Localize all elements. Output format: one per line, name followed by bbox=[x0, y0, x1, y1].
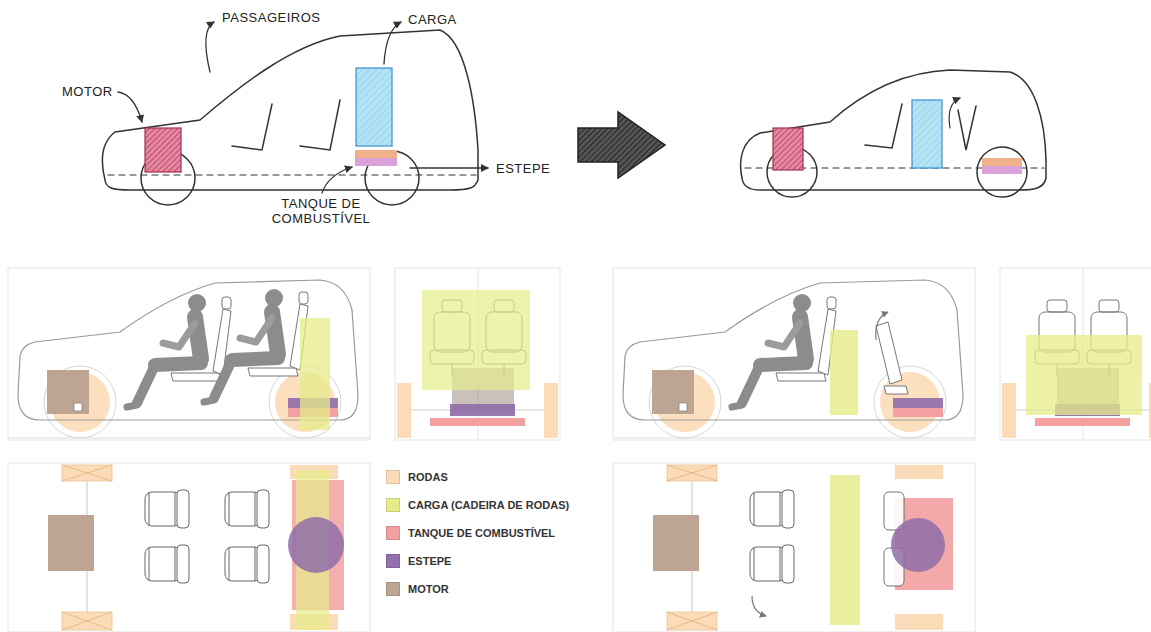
layout-after-part bbox=[750, 545, 794, 583]
callout-label: TANQUE DE COMBUSTÍVEL bbox=[262, 196, 380, 226]
sketch-before-part bbox=[410, 167, 488, 168]
layout-before-part bbox=[395, 268, 560, 440]
layout-after bbox=[613, 268, 1151, 632]
layout-before-part bbox=[8, 268, 370, 440]
layout-after-part bbox=[750, 490, 794, 528]
sketch-after-part bbox=[741, 70, 1046, 190]
legend-swatch bbox=[386, 526, 400, 540]
layout-before-part bbox=[422, 290, 530, 390]
sketch-before-part bbox=[384, 22, 401, 64]
layout-after-part bbox=[830, 330, 858, 415]
sketch-before-part bbox=[322, 167, 352, 193]
legend-row: ESTEPE bbox=[386, 547, 569, 575]
layout-after-part bbox=[884, 386, 908, 394]
legend-label: ESTEPE bbox=[408, 555, 451, 567]
sketch-before-part bbox=[356, 68, 392, 146]
sketch-before-part bbox=[145, 128, 181, 172]
legend-row: MOTOR bbox=[386, 575, 569, 603]
sketch-before-part bbox=[118, 92, 142, 122]
layout-after-part bbox=[1000, 268, 1151, 440]
callout-label: CARGA bbox=[408, 12, 457, 27]
callout-label: MOTOR bbox=[62, 84, 113, 99]
sketch-before-part bbox=[355, 158, 397, 166]
sketch-before-part bbox=[232, 104, 272, 150]
legend-swatch bbox=[386, 498, 400, 512]
legend-label: RODAS bbox=[408, 471, 448, 483]
layout-after-part bbox=[613, 268, 975, 440]
layout-before-part bbox=[225, 490, 269, 528]
legend-row: CARGA (CADEIRA DE RODAS) bbox=[386, 491, 569, 519]
legend: RODAS CARGA (CADEIRA DE RODAS) TANQUE DE C… bbox=[386, 463, 569, 603]
sketch-after-part bbox=[982, 166, 1022, 174]
sketch-after-part bbox=[982, 158, 1022, 166]
sketch-after-part bbox=[977, 147, 1027, 197]
layout-after-part bbox=[1026, 335, 1142, 415]
legend-swatch bbox=[386, 470, 400, 484]
layout-before-part bbox=[288, 517, 344, 573]
sketch-after-part bbox=[949, 98, 960, 128]
layout-before-part bbox=[145, 545, 189, 583]
sketch-before-part bbox=[102, 30, 478, 190]
layout-after-part bbox=[752, 596, 766, 616]
callout-label: PASSAGEIROS bbox=[222, 10, 320, 25]
sketch-after-part bbox=[865, 104, 902, 148]
layout-after-part bbox=[830, 475, 860, 625]
legend-row: RODAS bbox=[386, 463, 569, 491]
layout-after-part bbox=[613, 463, 975, 632]
legend-label: MOTOR bbox=[408, 583, 449, 595]
legend-label: TANQUE DE COMBUSTÍVEL bbox=[408, 527, 555, 539]
sketch-after bbox=[741, 70, 1046, 197]
transition-arrow bbox=[578, 112, 665, 178]
legend-row: TANQUE DE COMBUSTÍVEL bbox=[386, 519, 569, 547]
layout-before-part bbox=[145, 490, 189, 528]
sketch-before-part bbox=[355, 150, 397, 158]
layout-after-part bbox=[891, 518, 945, 572]
layout-before-part bbox=[204, 289, 283, 402]
layout-before-part bbox=[127, 294, 206, 407]
layout-after-part bbox=[732, 294, 811, 407]
callout-label: ESTEPE bbox=[496, 161, 550, 176]
layout-after-part bbox=[876, 312, 888, 340]
sketch-before-part bbox=[108, 174, 476, 175]
legend-label: CARGA (CADEIRA DE RODAS) bbox=[408, 499, 569, 511]
layout-before bbox=[8, 268, 560, 632]
sketch-before-part bbox=[206, 22, 214, 72]
layout-before-part bbox=[225, 545, 269, 583]
legend-swatch bbox=[386, 554, 400, 568]
layout-after-part bbox=[876, 322, 902, 384]
sketch-before bbox=[102, 22, 488, 205]
legend-swatch bbox=[386, 582, 400, 596]
sketch-after-part bbox=[958, 106, 976, 150]
layout-before-part bbox=[300, 318, 330, 430]
layout-before-part bbox=[8, 463, 370, 632]
sketch-before-part bbox=[300, 100, 340, 150]
sketch-after-part bbox=[912, 100, 942, 168]
sketch-after-part bbox=[773, 128, 803, 170]
